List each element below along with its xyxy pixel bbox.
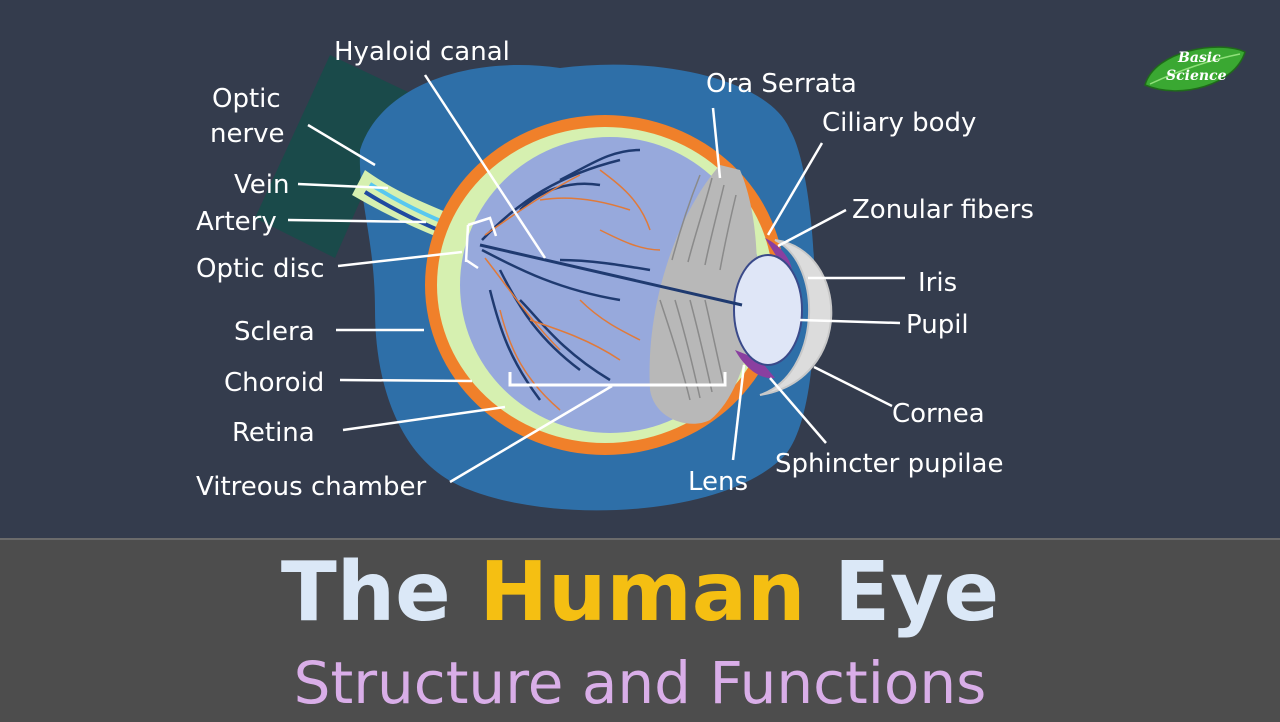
ciliary-body-shape <box>649 165 757 424</box>
label-sphincter-pupilae: Sphincter pupilae <box>775 449 1004 479</box>
label-ciliary-body: Ciliary body <box>822 108 976 138</box>
label-ora-serrata: Ora Serrata <box>706 69 857 99</box>
label-artery: Artery <box>196 207 277 237</box>
ciliary-folds <box>659 174 737 401</box>
label-sclera: Sclera <box>234 317 315 347</box>
label-iris: Iris <box>918 268 957 298</box>
sphincter-pupilae-shape <box>735 350 775 379</box>
label-optic-disc: Optic disc <box>196 254 325 284</box>
title-word-the: The <box>280 545 451 640</box>
label-choroid: Choroid <box>224 368 324 398</box>
label-vitreous-chamber: Vitreous chamber <box>196 472 426 502</box>
label-zonular-fibers: Zonular fibers <box>852 195 1034 225</box>
lens-shape <box>733 254 803 366</box>
label-optic-nerve-line1: Optic <box>212 84 281 114</box>
label-optic-nerve-line2: nerve <box>210 119 285 149</box>
title-word-human: Human <box>479 545 806 640</box>
label-retina: Retina <box>232 418 315 448</box>
label-lens: Lens <box>688 467 748 497</box>
title-word-eye: Eye <box>834 545 1000 640</box>
optic-nerve-shape <box>255 55 408 258</box>
retinal-arteries <box>484 169 661 411</box>
label-pupil: Pupil <box>906 310 969 340</box>
optic-disc-bracket <box>464 216 498 270</box>
leader-lines <box>287 74 905 484</box>
label-vein: Vein <box>234 170 289 200</box>
basic-science-logo: Basic Science <box>1144 46 1246 92</box>
label-hyaloid-canal: Hyaloid canal <box>334 37 510 67</box>
page-subtitle: Structure and Functions <box>293 649 987 717</box>
title-band <box>0 538 1280 722</box>
page-title: The Human Eye <box>0 545 1280 641</box>
logo-text-line2: Science <box>1166 68 1227 84</box>
hyaloid-canal-line <box>479 243 743 307</box>
label-cornea: Cornea <box>892 399 985 429</box>
eye-cross-section-diagram: Hyaloid canal Optic nerve Vein Artery Op… <box>196 37 1034 511</box>
vitreous-chamber-bracket <box>508 372 727 387</box>
logo-text-line1: Basic <box>1177 50 1221 66</box>
